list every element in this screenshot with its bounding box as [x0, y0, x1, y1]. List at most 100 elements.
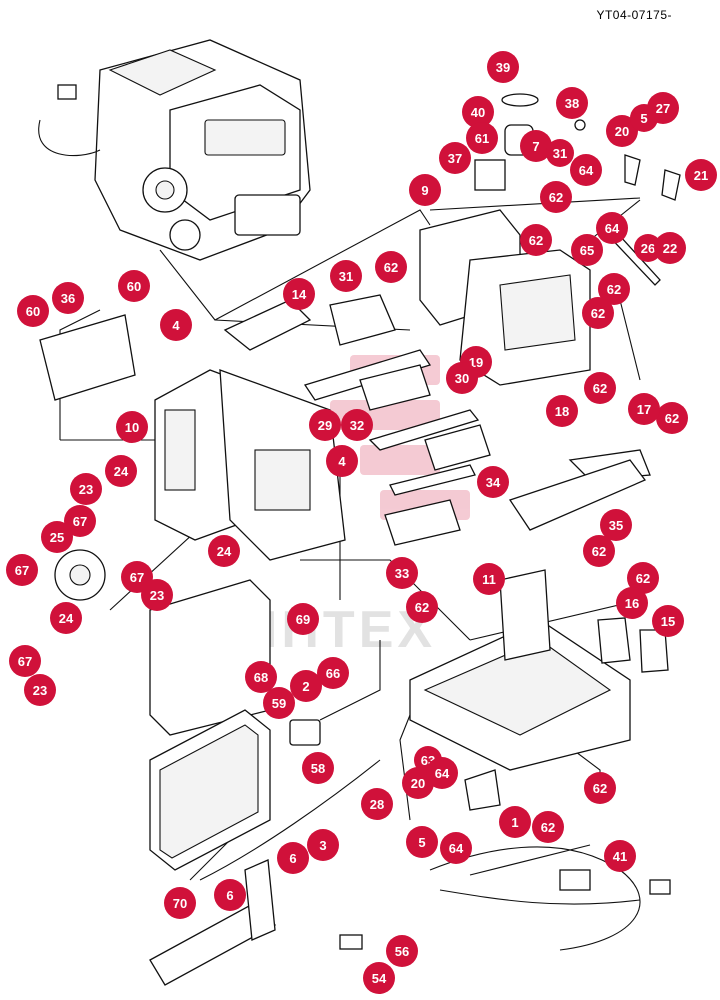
callout-29[interactable]: 29: [309, 409, 341, 441]
blower-and-evaporator: [54, 549, 381, 986]
callout-21[interactable]: 21: [685, 159, 717, 191]
callout-24-a[interactable]: 24: [105, 455, 137, 487]
svg-text:30: 30: [455, 371, 469, 386]
callout-62-f[interactable]: 62: [584, 372, 616, 404]
watermark-text: ИНТЕХ: [240, 601, 437, 659]
callout-10[interactable]: 10: [116, 411, 148, 443]
callout-66[interactable]: 66: [317, 657, 349, 689]
svg-text:66: 66: [326, 666, 340, 681]
svg-text:7: 7: [532, 139, 539, 154]
callout-24-b[interactable]: 24: [208, 535, 240, 567]
callout-6-a[interactable]: 6: [277, 842, 309, 874]
callout-38[interactable]: 38: [556, 87, 588, 119]
callout-1[interactable]: 1: [499, 806, 531, 838]
svg-text:24: 24: [114, 464, 129, 479]
diagram-part-id: YT04-07175-: [596, 8, 672, 22]
callout-60-a[interactable]: 60: [118, 270, 150, 302]
callout-20-b[interactable]: 20: [402, 767, 434, 799]
callout-56[interactable]: 56: [386, 935, 418, 967]
callout-67-d[interactable]: 67: [9, 645, 41, 677]
callout-25[interactable]: 25: [41, 521, 73, 553]
callout-4-a[interactable]: 4: [160, 309, 192, 341]
callout-62-e[interactable]: 62: [582, 297, 614, 329]
svg-text:35: 35: [609, 518, 623, 533]
callout-35[interactable]: 35: [600, 509, 632, 541]
callout-6-b[interactable]: 6: [214, 879, 246, 911]
svg-text:26: 26: [641, 241, 655, 256]
callout-69[interactable]: 69: [287, 603, 319, 635]
callout-62-k[interactable]: 62: [406, 591, 438, 623]
callout-62-m[interactable]: 62: [532, 811, 564, 843]
svg-text:37: 37: [448, 151, 462, 166]
callout-27[interactable]: 27: [647, 92, 679, 124]
callout-18[interactable]: 18: [546, 395, 578, 427]
callout-17[interactable]: 17: [628, 393, 660, 425]
callout-32[interactable]: 32: [341, 409, 373, 441]
callout-30[interactable]: 30: [446, 362, 478, 394]
callout-34[interactable]: 34: [477, 466, 509, 498]
callout-54[interactable]: 54: [363, 962, 395, 994]
callout-62-d[interactable]: 62: [598, 273, 630, 305]
callout-14[interactable]: 14: [283, 278, 315, 310]
svg-text:24: 24: [59, 611, 74, 626]
callout-62-a[interactable]: 62: [540, 181, 572, 213]
svg-text:39: 39: [496, 60, 510, 75]
callout-4-b[interactable]: 4: [326, 445, 358, 477]
callout-58[interactable]: 58: [302, 752, 334, 784]
callout-40[interactable]: 40: [462, 96, 494, 128]
callout-65[interactable]: 65: [571, 234, 603, 266]
svg-text:34: 34: [486, 475, 501, 490]
callout-64-a[interactable]: 64: [570, 154, 602, 186]
callout-9[interactable]: 9: [409, 174, 441, 206]
svg-text:62: 62: [529, 233, 543, 248]
callout-62-b[interactable]: 62: [520, 224, 552, 256]
callout-31-top[interactable]: 31: [546, 139, 574, 167]
callout-26[interactable]: 26: [634, 234, 662, 262]
callout-41[interactable]: 41: [604, 840, 636, 872]
callout-64-c[interactable]: 64: [426, 757, 458, 789]
callout-36[interactable]: 36: [52, 282, 84, 314]
callout-68[interactable]: 68: [245, 661, 277, 693]
callout-39[interactable]: 39: [487, 51, 519, 83]
callout-11[interactable]: 11: [473, 563, 505, 595]
callout-62-c[interactable]: 62: [375, 251, 407, 283]
callout-64-b[interactable]: 64: [596, 212, 628, 244]
callout-62-g[interactable]: 62: [656, 402, 688, 434]
callout-28[interactable]: 28: [361, 788, 393, 820]
svg-text:67: 67: [130, 570, 144, 585]
callout-67-b[interactable]: 67: [6, 554, 38, 586]
callout-31[interactable]: 31: [330, 260, 362, 292]
callout-3[interactable]: 3: [307, 829, 339, 861]
callout-62-l[interactable]: 62: [584, 772, 616, 804]
svg-text:14: 14: [292, 287, 307, 302]
callout-37[interactable]: 37: [439, 142, 471, 174]
callout-62-j[interactable]: 62: [627, 562, 659, 594]
callout-59[interactable]: 59: [263, 687, 295, 719]
callout-20[interactable]: 20: [606, 115, 638, 147]
svg-text:36: 36: [61, 291, 75, 306]
callout-23-a[interactable]: 23: [70, 473, 102, 505]
callout-62-i[interactable]: 62: [583, 535, 615, 567]
svg-text:22: 22: [663, 241, 677, 256]
callout-2[interactable]: 2: [290, 670, 322, 702]
callout-60-b[interactable]: 60: [17, 295, 49, 327]
callout-22[interactable]: 22: [654, 232, 686, 264]
callout-23-b[interactable]: 23: [141, 579, 173, 611]
callout-24-c[interactable]: 24: [50, 602, 82, 634]
callout-7[interactable]: 7: [520, 130, 552, 162]
callout-5[interactable]: 5: [406, 826, 438, 858]
callout-64-d[interactable]: 64: [440, 832, 472, 864]
svg-text:2: 2: [302, 679, 309, 694]
callout-61[interactable]: 61: [466, 122, 498, 154]
svg-text:15: 15: [661, 614, 675, 629]
svg-text:67: 67: [15, 563, 29, 578]
callout-23-c[interactable]: 23: [24, 674, 56, 706]
callout-70[interactable]: 70: [164, 887, 196, 919]
callout-16[interactable]: 16: [616, 587, 648, 619]
callout-67-a[interactable]: 67: [64, 505, 96, 537]
callout-33[interactable]: 33: [386, 557, 418, 589]
callout-62-h[interactable]: 62: [605, 383, 619, 398]
callout-15[interactable]: 15: [652, 605, 684, 637]
svg-text:67: 67: [18, 654, 32, 669]
